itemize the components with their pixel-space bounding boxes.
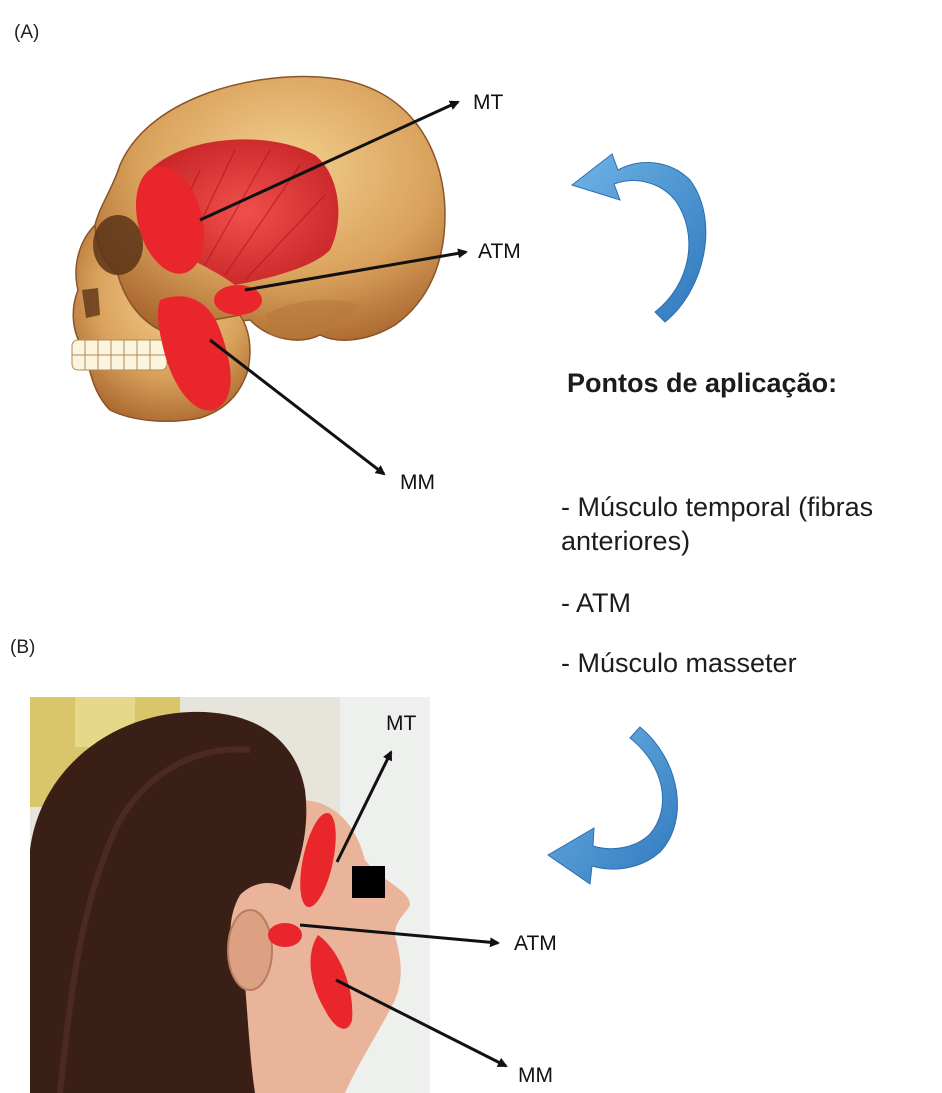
application-points-heading: Pontos de aplicação:: [567, 368, 837, 399]
label-mm-a: MM: [400, 471, 435, 495]
atm-marker-b: [268, 923, 302, 947]
curved-arrow-down-icon: [548, 727, 677, 884]
label-atm-a: ATM: [478, 240, 521, 264]
application-point-temporal: - Músculo temporal (fibras anteriores): [561, 490, 936, 558]
label-mt-b: MT: [386, 712, 416, 736]
label-mt-a: MT: [473, 91, 503, 115]
application-point-atm: - ATM: [561, 586, 631, 620]
label-mm-b: MM: [518, 1064, 553, 1088]
mm-pointer-a: [210, 340, 384, 474]
application-point-masseter: - Músculo masseter: [561, 646, 797, 680]
label-atm-b: ATM: [514, 932, 557, 956]
eye-censor-box: [352, 866, 385, 898]
curved-arrow-up-icon: [572, 154, 706, 322]
